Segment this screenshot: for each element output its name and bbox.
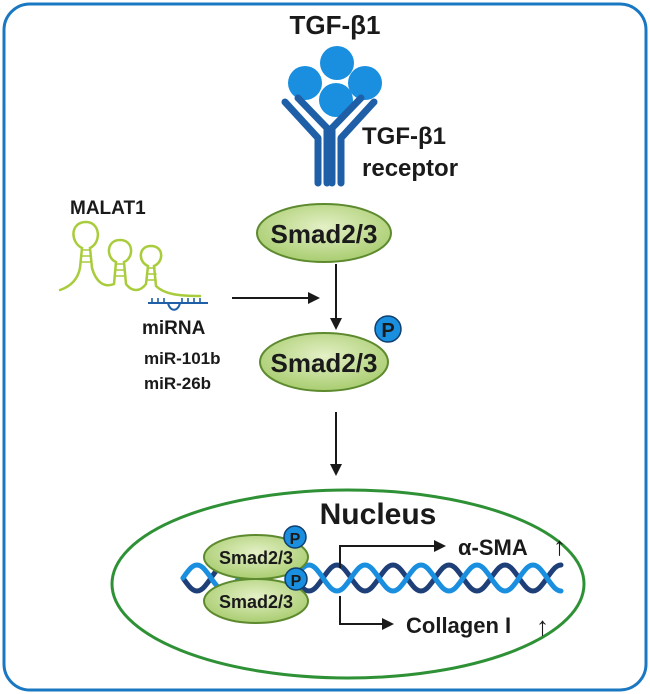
gene-collagen-i: Collagen I [406, 613, 511, 638]
ligand-sphere [319, 83, 353, 117]
mirna-item-1: miR-101b [144, 349, 221, 368]
tgf-beta1-receptor [281, 94, 378, 187]
ligand-sphere [288, 66, 322, 100]
receptor-label-line1: TGF-β1 [362, 123, 446, 150]
nucleus-title: Nucleus [320, 498, 437, 531]
nuclear-phosphate-upper-label: P [290, 531, 301, 548]
nuclear-phosphate-lower-label: P [291, 573, 302, 590]
mirna-binding-icon [148, 298, 208, 311]
gene-alpha-sma: α-SMA [458, 535, 528, 560]
up-arrow-alpha-sma: ↑ [553, 531, 566, 561]
nuclear-phosphate-upper [283, 525, 307, 549]
mirna-title: miRNA [142, 318, 206, 339]
malat1-lncrna-icon [58, 220, 202, 298]
nuclear-smad-lower-label: Smad2/3 [219, 592, 293, 612]
receptor-chain-left-inner [294, 94, 331, 187]
arrow-alpha-sma-transcription [339, 540, 446, 568]
ligand-sphere [320, 46, 354, 80]
nuclear-smad-lower [203, 578, 309, 624]
receptor-chain-right-outer [337, 98, 378, 187]
arrow-to-nucleus [330, 412, 342, 476]
receptor-chain-right-inner [328, 94, 365, 187]
smad-phos-label: Smad2/3 [271, 348, 378, 378]
receptor-chain-left-outer [281, 98, 322, 187]
smad-phos-ellipse [259, 332, 389, 392]
nuclear-phosphate-lower [284, 567, 308, 591]
ligand-label: TGF-β1 [290, 10, 381, 40]
arrow-mirna-to-smad [232, 292, 320, 304]
nuclear-smad-upper-label: Smad2/3 [219, 548, 293, 568]
ligand-sphere [348, 66, 382, 100]
phosphate-label: P [381, 320, 394, 342]
smad-top-label: Smad2/3 [271, 219, 378, 249]
mirna-item-2: miR-26b [144, 374, 211, 393]
arrow-collagen-transcription [339, 596, 394, 630]
phosphate-badge [374, 315, 402, 343]
up-arrow-collagen-i: ↑ [536, 611, 549, 641]
arrow-smad-activation [330, 264, 342, 330]
malat1-label: MALAT1 [70, 198, 146, 219]
receptor-label-line2: receptor [362, 155, 458, 182]
smad-top-ellipse [256, 203, 392, 263]
tgf-beta1-ligand [288, 46, 382, 117]
